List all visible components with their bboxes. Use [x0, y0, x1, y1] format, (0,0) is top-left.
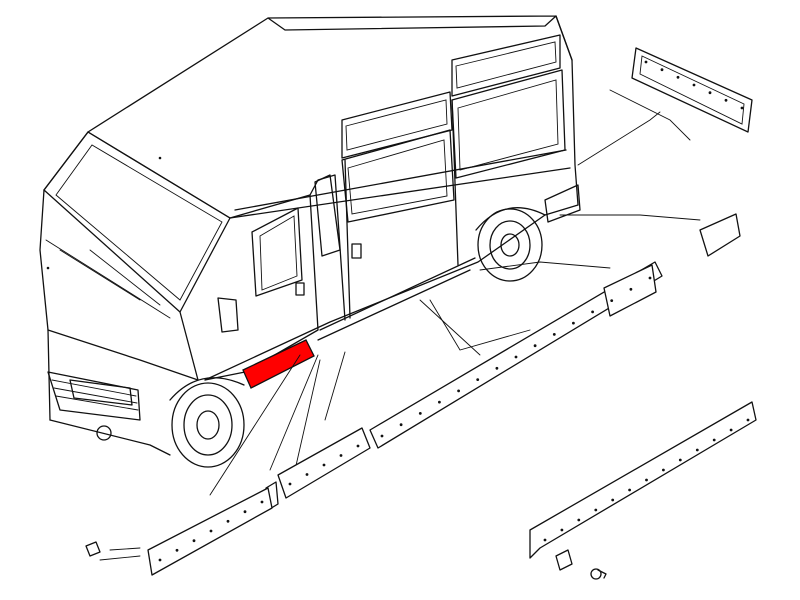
rear-corner-trim [699, 213, 741, 257]
mounting-hole [305, 473, 309, 476]
sill-trim-rear [369, 261, 663, 449]
van-cab [39, 131, 305, 456]
mounting-hole [662, 468, 665, 472]
mounting-holes [158, 60, 750, 562]
mounting-hole [712, 438, 716, 442]
mounting-hole [322, 463, 326, 467]
mounting-hole [729, 428, 733, 432]
mounting-hole [676, 75, 680, 79]
mounting-hole [660, 68, 664, 72]
mounting-hole [708, 91, 712, 95]
mounting-hole [577, 518, 581, 522]
mounting-hole [260, 500, 264, 504]
front-door [204, 174, 346, 381]
mounting-hole [610, 299, 614, 302]
mounting-hole [418, 412, 422, 415]
mounting-hole [380, 434, 384, 438]
mounting-hole [695, 448, 699, 452]
mounting-hole [591, 310, 594, 314]
mounting-hole [543, 538, 547, 542]
mounting-hole [594, 508, 598, 512]
mounting-hole [629, 287, 633, 291]
van-body [43, 15, 581, 381]
rear-wheel [475, 207, 546, 282]
mounting-hole [514, 355, 518, 359]
mounting-hole [678, 458, 682, 462]
mounting-hole [495, 366, 499, 370]
mounting-hole [476, 378, 480, 381]
mounting-hole [560, 528, 564, 532]
front-wheel [169, 377, 245, 468]
mounting-hole [572, 321, 575, 325]
mounting-hole [457, 389, 460, 393]
mounting-hole [175, 548, 179, 552]
mounting-hole [746, 418, 750, 422]
mounting-hole [692, 83, 696, 87]
mounting-hole [356, 444, 360, 448]
retaining-clip [555, 549, 573, 571]
highlighted-door-panel-moulding [242, 339, 315, 389]
mounting-hole [611, 498, 615, 502]
mounting-hole [399, 423, 403, 427]
mounting-hole [243, 510, 247, 514]
mounting-hole [226, 519, 230, 523]
mounting-hole [645, 478, 648, 482]
rear-bumper-moulding [631, 47, 753, 133]
lower-side-moulding [529, 401, 757, 559]
mounting-hole [740, 106, 744, 110]
push-clip-icon [85, 541, 101, 557]
leader-lines [99, 89, 701, 561]
mounting-hole [158, 558, 162, 562]
mounting-hole [533, 344, 537, 348]
mounting-hole [552, 333, 556, 336]
screw-icon [590, 568, 607, 580]
mounting-hole [438, 400, 441, 404]
mounting-hole [648, 276, 652, 280]
mounting-hole [644, 60, 648, 64]
mounting-hole [628, 488, 631, 492]
mounting-hole [288, 482, 292, 486]
mounting-hole [724, 98, 728, 102]
mounting-hole [339, 454, 343, 457]
sill-trim-middle [277, 427, 371, 499]
mounting-hole [192, 539, 196, 543]
sill-trim-end-piece [603, 264, 657, 317]
mounting-hole [209, 529, 213, 533]
side-windows [46, 34, 566, 319]
